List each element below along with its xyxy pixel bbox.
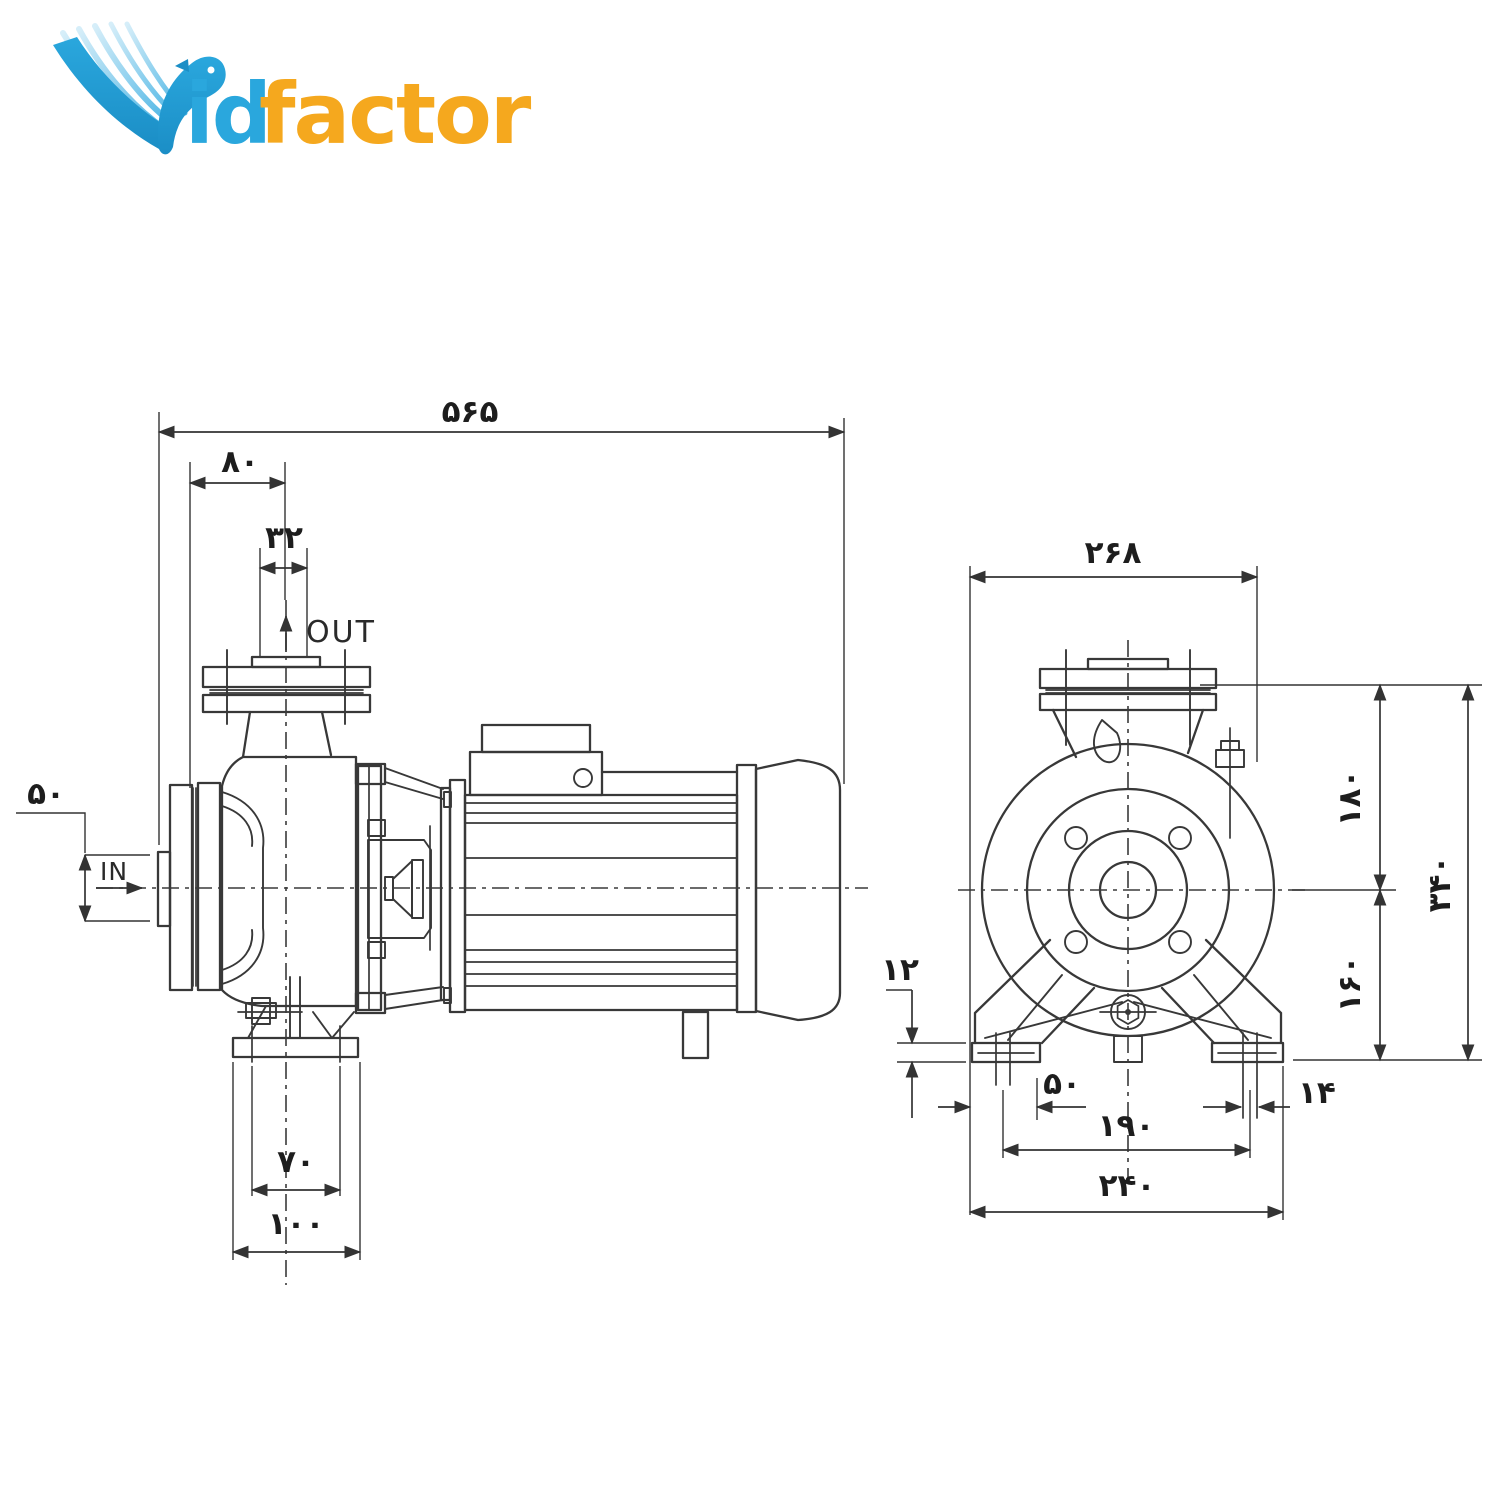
- dim-foot-bolt-spacing: ۷۰: [250, 1066, 342, 1197]
- dim-overall-length: ۵۶۵: [157, 394, 846, 845]
- dim-14-label: ۱۴: [1298, 1075, 1336, 1111]
- dim-50-base-label: ۵۰: [1043, 1066, 1081, 1102]
- dim-12-label: ۱۲: [881, 952, 919, 988]
- dim-268-label: ۲۶۸: [1085, 535, 1142, 571]
- vidfactor-logo: id factor: [53, 21, 534, 163]
- dim-180-label: ۱۸۰: [1332, 770, 1368, 827]
- dim-bolt-slot-spacing: ۱۹۰: [1001, 1090, 1252, 1158]
- dim-240-label: ۲۴۰: [1099, 1168, 1156, 1204]
- logo-text-factor: factor: [259, 65, 532, 163]
- side-view: ۵۶۵ ۸۰ ۳۲ OUT ۵۰ IN ۷۰: [16, 394, 868, 1285]
- out-label: OUT: [306, 615, 376, 650]
- dim-80-label: ۸۰: [221, 444, 259, 480]
- front-view-outline: [958, 640, 1308, 1180]
- dim-foot-length: ۱۰۰: [231, 1062, 362, 1260]
- dim-edge-to-slot: ۵۰: [938, 1066, 1086, 1120]
- dim-vertical-group: ۱۸۰ ۱۶۰ ۳۴۰: [1200, 683, 1482, 1062]
- bird-wing-icon: id factor: [53, 21, 534, 163]
- in-label: IN: [100, 857, 128, 886]
- dim-inlet-face-to-outlet-axis: ۸۰: [188, 444, 287, 788]
- logo-text-id: id: [185, 65, 270, 163]
- dim-inlet-bore: ۵۰ IN: [16, 776, 150, 923]
- front-view: ۲۶۸ ۱۸۰ ۱۶۰ ۳۴۰ ۱۲ ۵۰ ۱۴: [881, 535, 1482, 1220]
- dim-100-label: ۱۰۰: [268, 1206, 325, 1242]
- dim-slot-width: ۱۴: [1203, 1075, 1336, 1114]
- dim-base-width: ۲۴۰: [968, 1066, 1285, 1220]
- outlet-port-annotation: OUT: [279, 614, 376, 652]
- dim-overall-length-label: ۵۶۵: [442, 394, 499, 430]
- side-view-outline: [96, 600, 868, 1285]
- dim-outlet-bore: ۳۲: [258, 520, 309, 656]
- dim-32-label: ۳۲: [265, 520, 303, 556]
- dim-160-label: ۱۶۰: [1332, 956, 1368, 1013]
- dim-190-label: ۱۹۰: [1098, 1108, 1155, 1144]
- dim-base-plate-thickness: ۱۲: [881, 952, 966, 1118]
- dim-340-label: ۳۴۰: [1422, 856, 1458, 913]
- dim-50-inlet-label: ۵۰: [27, 776, 65, 812]
- dim-70-label: ۷۰: [277, 1144, 315, 1180]
